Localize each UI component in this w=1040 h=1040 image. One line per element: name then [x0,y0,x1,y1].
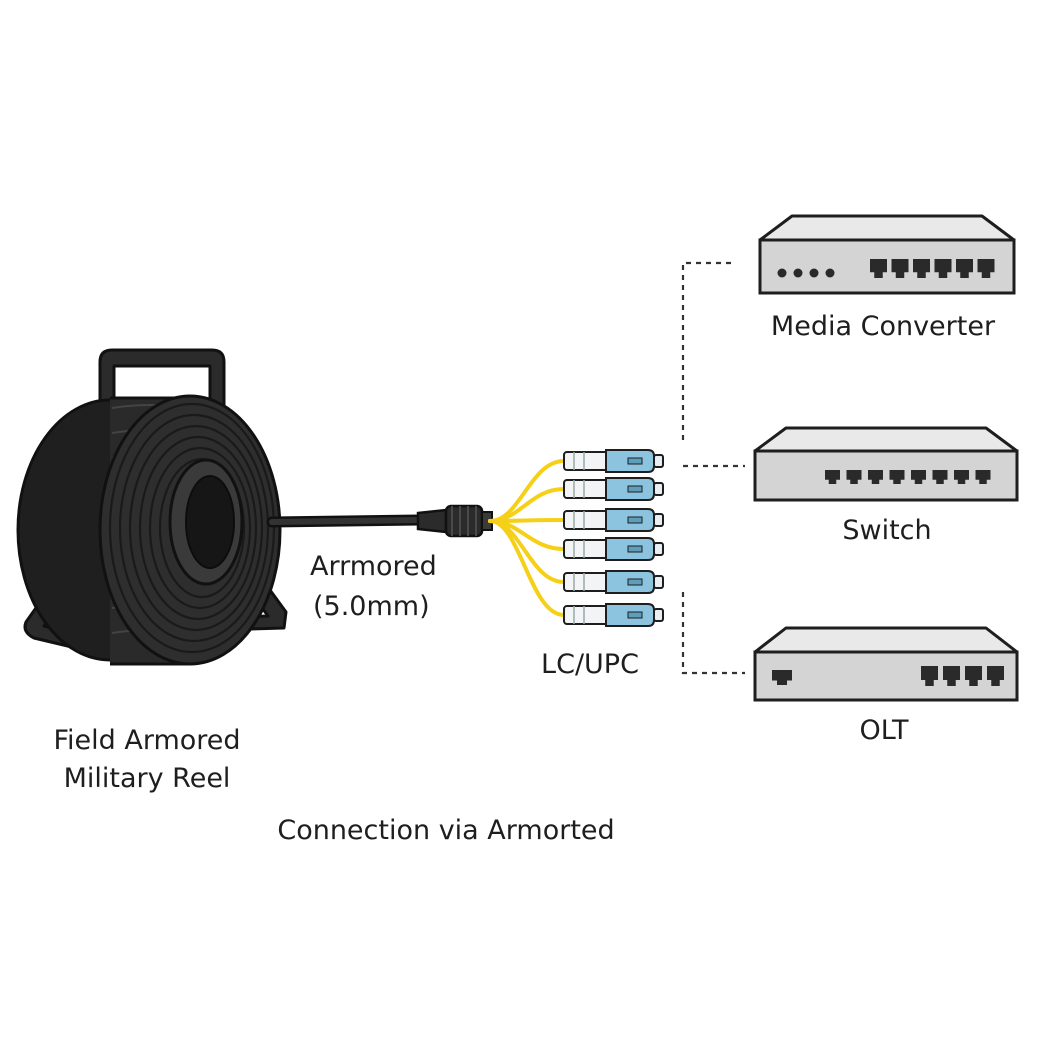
lc-upc-connector-icon [563,449,664,473]
lc-upc-connector-icon [563,508,664,532]
fiber-breakout [488,459,566,617]
lc-upc-connector-icon [563,477,664,501]
olt-label: OLT [859,715,909,746]
ethernet-port-icon [825,470,991,484]
switch-device [753,426,1019,502]
cable-reel-icon [16,348,288,666]
fanout-boot [416,508,448,534]
link-media-converter [681,261,735,440]
ethernet-port [891,259,909,278]
ethernet-port-icon [772,666,1004,686]
ethernet-port [934,259,952,278]
ethernet-port [825,470,840,484]
ethernet-port [932,470,948,484]
status-leds [777,268,835,278]
ethernet-port [975,470,991,484]
lc-upc-connector-icon [563,570,664,594]
ethernet-port [977,259,995,278]
ethernet-port [954,470,969,484]
olt-device [753,626,1019,702]
switch-label: Switch [842,515,932,546]
reel-label-line2: Military Reel [63,763,231,794]
reel-hub-hole [185,475,235,569]
ethernet-port-icon [870,259,995,278]
media-converter-device [758,214,1016,295]
media-converter-label: Media Converter [770,311,996,342]
ethernet-port [956,259,973,278]
ethernet-port [889,470,905,484]
lc-upc-connector-icon [563,603,664,627]
ethernet-port [921,666,938,686]
ethernet-port [870,259,887,278]
lc-upc-connector-icon [563,537,664,561]
reel-label-line1: Field Armored [53,725,241,756]
diagram-caption: Connection via Armorted [277,815,615,846]
ethernet-port [846,470,862,484]
ethernet-port [965,666,982,686]
ethernet-port [943,666,960,686]
reel-front-rings [108,402,276,654]
cable-label-line2: (5.0mm) [313,591,430,622]
ethernet-port [911,470,926,484]
ethernet-port [772,670,792,685]
armored-cable [266,504,493,538]
cable-label-line1: Arrmored [310,551,437,582]
connector-label: LC/UPC [541,649,639,680]
lc-upc-connectors [563,449,664,627]
link-olt [681,592,745,675]
ethernet-port [913,259,930,278]
dashed-connection-lines [681,261,745,675]
ethernet-port [987,666,1004,686]
ethernet-port [868,470,883,484]
